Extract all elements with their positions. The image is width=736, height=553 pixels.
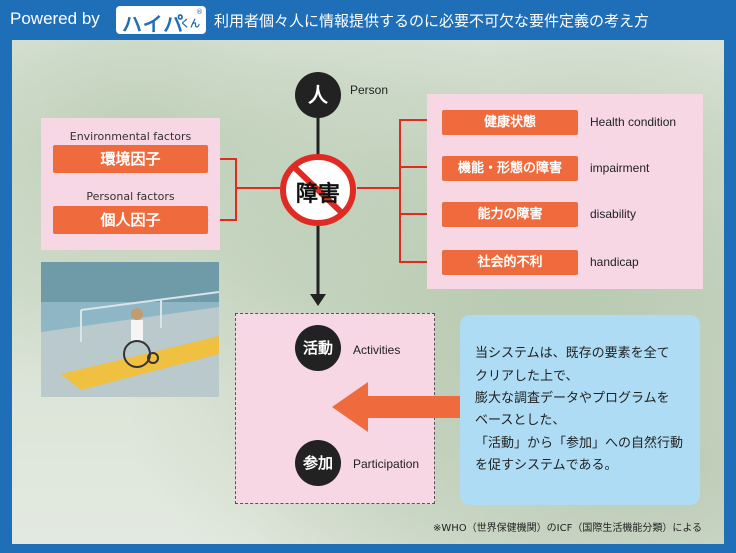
activities-en: Activities — [353, 343, 401, 357]
info-line-3: 膨大な調査データやプログラムを — [475, 391, 670, 406]
logo-small-text: くん — [180, 19, 200, 30]
info-line-6: を促すシステムである。 — [475, 458, 618, 473]
person-en: Person — [350, 83, 389, 97]
condition-en-handicap: handicap — [590, 255, 639, 269]
condition-label-health: 健康状態 — [442, 110, 578, 135]
down-arrow-head — [310, 294, 326, 306]
activities-circle: 活動 — [295, 325, 341, 371]
wheelchair-photo — [41, 262, 219, 397]
disability-label: 障害 — [295, 182, 340, 207]
powered-by-text: Powered by — [10, 9, 100, 28]
info-line-5: 「活動」から「参加」への自然行動 — [475, 436, 684, 451]
right-bracket-line — [399, 119, 442, 263]
condition-en-health: Health condition — [590, 115, 677, 129]
condition-en-impairment: impairment — [590, 161, 650, 175]
environmental-factors-en: Environmental factors — [69, 130, 192, 143]
left-arrow-icon — [332, 382, 462, 432]
participation-circle: 参加 — [295, 440, 341, 486]
wheelchair-scene-image — [41, 262, 219, 397]
condition-label-impairment: 機能・形態の障害 — [442, 156, 578, 181]
condition-en-disability: disability — [590, 207, 637, 221]
diagram-canvas: Environmental factors 環境因子 Personal fact… — [12, 40, 724, 544]
page-title: 利用者個々人に情報提供するのに必要不可欠な要件定義の考え方 — [214, 12, 650, 30]
left-bracket-line — [208, 158, 237, 221]
personal-factors-en: Personal factors — [86, 190, 175, 203]
hyperkun-logo: ハイパ くん ® — [116, 6, 206, 36]
personal-factors-label: 個人因子 — [53, 206, 208, 234]
logo-text: ハイパ — [122, 12, 185, 36]
info-line-1: 当システムは、既存の要素を全て — [475, 346, 670, 361]
header-bar: Powered by ハイパ くん ® 利用者個々人に情報提供するのに必要不可欠… — [0, 0, 736, 40]
conditions-panel: 健康状態 Health condition 機能・形態の障害 impairmen… — [427, 94, 703, 289]
logo-registered-mark: ® — [196, 8, 203, 16]
condition-label-disability: 能力の障害 — [442, 202, 578, 227]
condition-label-handicap: 社会的不利 — [442, 250, 578, 275]
footnote: ※WHO（世界保健機関）のICF（国際生活機能分類）による — [433, 523, 703, 534]
person-circle: 人 — [295, 72, 341, 118]
environmental-factors-label: 環境因子 — [53, 145, 208, 173]
factors-panel: Environmental factors 環境因子 Personal fact… — [41, 118, 220, 250]
no-sign-icon — [280, 154, 356, 226]
participation-en: Participation — [353, 457, 420, 471]
disability-sign: 障害 — [280, 154, 356, 226]
system-description-box: 当システムは、既存の要素を全て クリアした上で、 膨大な調査データやプログラムを… — [460, 315, 700, 505]
info-line-2: クリアした上で、 — [475, 369, 579, 384]
info-line-4: ベースとした、 — [475, 413, 566, 428]
